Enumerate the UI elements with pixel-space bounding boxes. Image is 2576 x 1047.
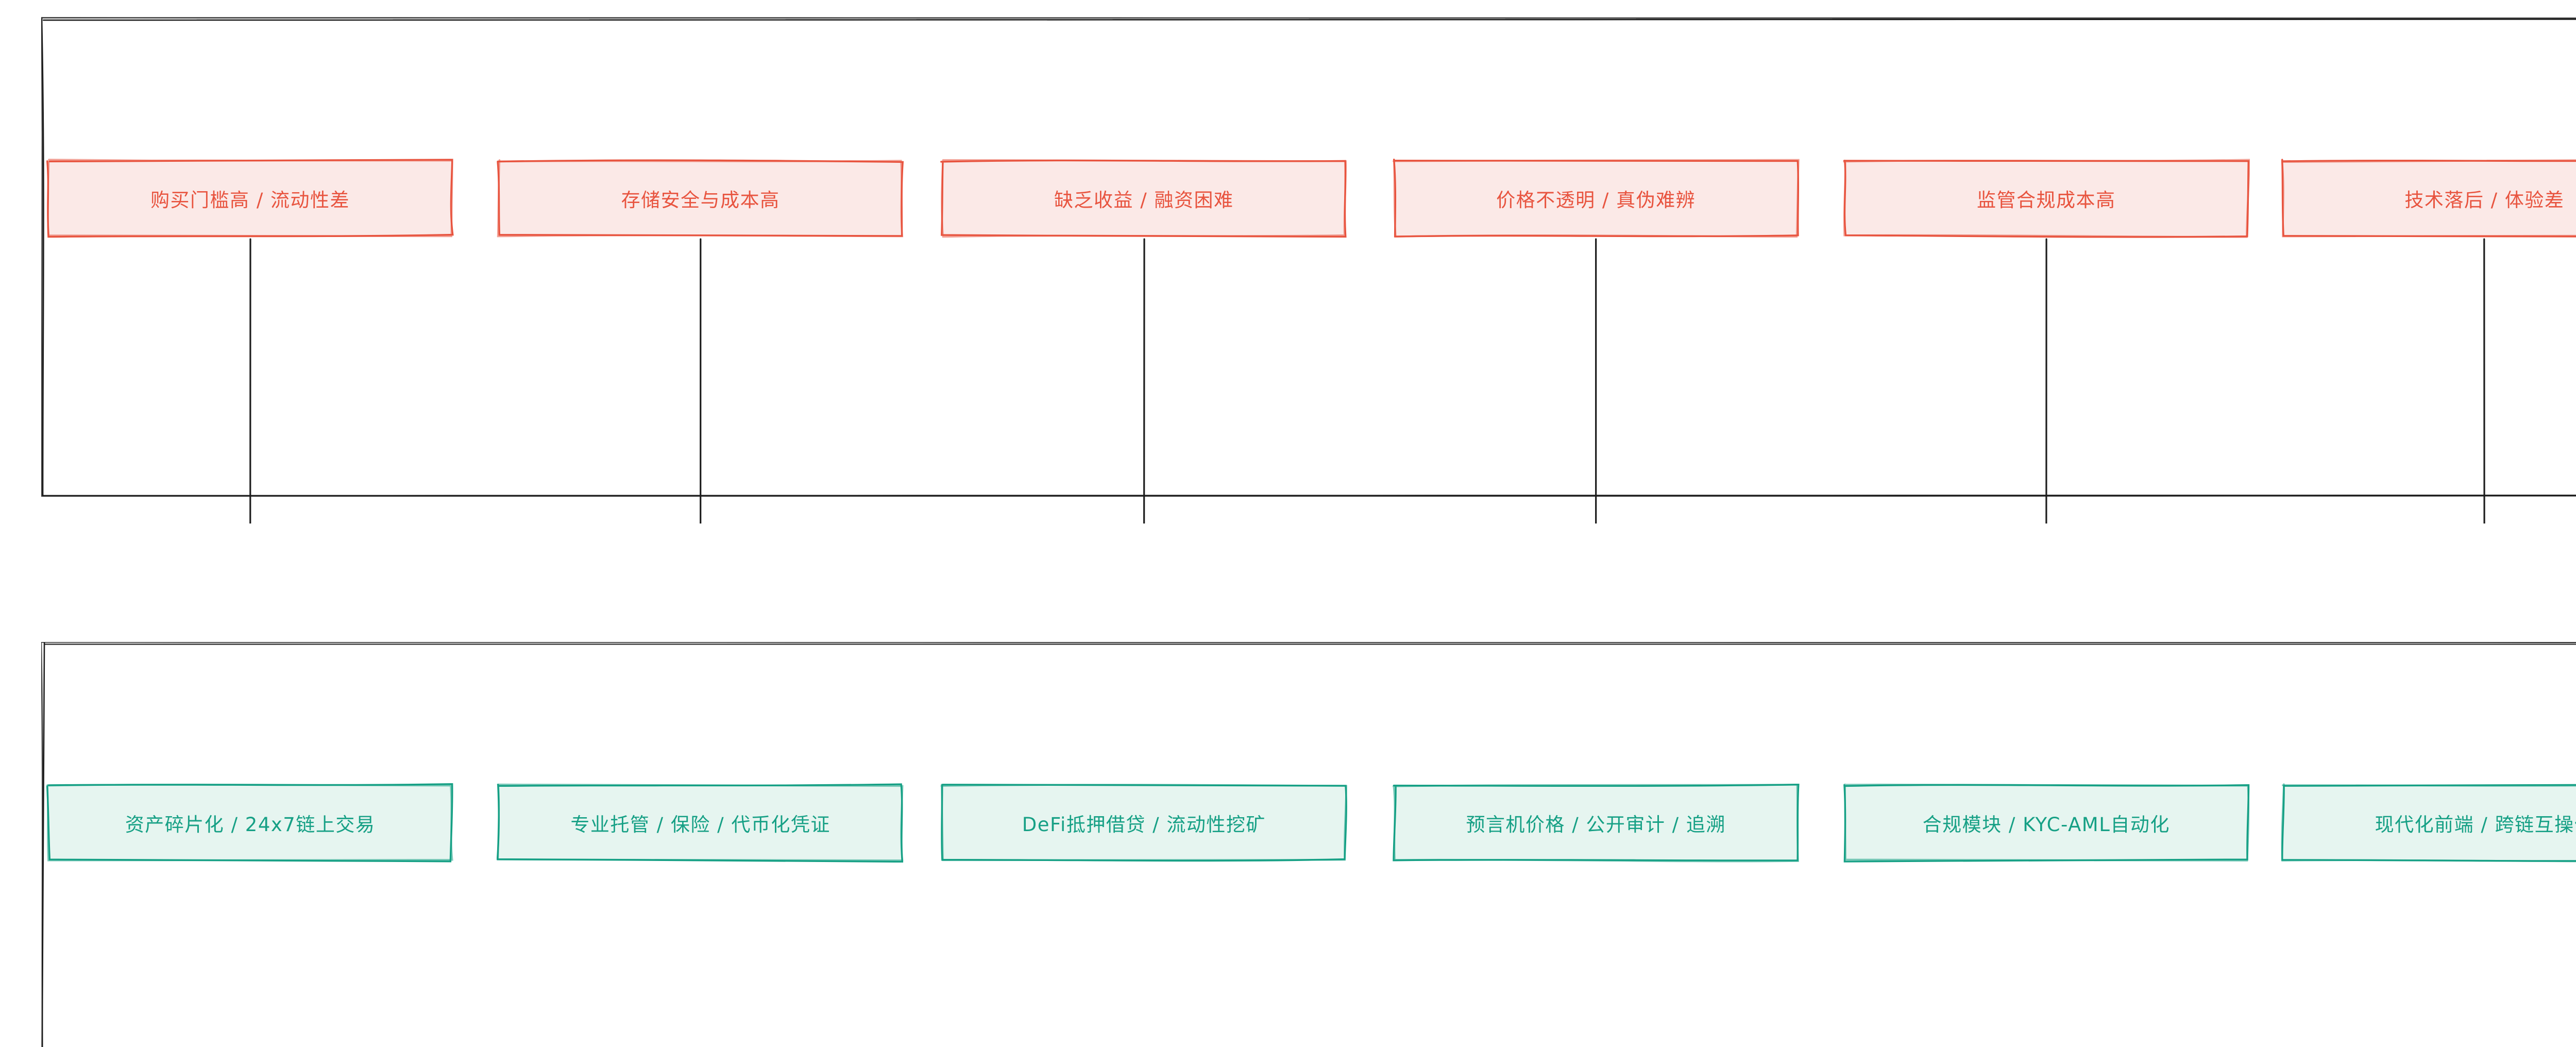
node-s2[interactable]: 专业托管 / 保险 / 代币化凭证: [497, 783, 904, 863]
node-label: 合规模块 / KYC-AML自动化: [1922, 814, 2170, 836]
node-label: 资产碎片化 / 24x7链上交易: [125, 814, 376, 836]
subgraph-title-solution: RWA核心方案: [41, 651, 2576, 681]
node-p3[interactable]: 缺乏收益 / 融资困难: [940, 159, 1347, 238]
subgraph-title-pain: 传统痛点: [41, 26, 2576, 56]
node-s5[interactable]: 合规模块 / KYC-AML自动化: [1843, 783, 2250, 863]
node-label: 存储安全与成本高: [621, 189, 780, 212]
node-p6[interactable]: 技术落后 / 体验差: [2281, 159, 2576, 238]
node-s6[interactable]: 现代化前端 / 跨链互操作: [2281, 783, 2576, 863]
node-p5[interactable]: 监管合规成本高: [1842, 159, 2250, 238]
node-s4[interactable]: 预言机价格 / 公开审计 / 追溯: [1392, 783, 1800, 863]
node-p1[interactable]: 购买门槛高 / 流动性差: [46, 159, 454, 238]
subgraph-pain: 传统痛点: [41, 17, 2576, 497]
node-s3[interactable]: DeFi抵押借贷 / 流动性挖矿: [940, 783, 1348, 863]
node-s1[interactable]: 资产碎片化 / 24x7链上交易: [46, 783, 454, 863]
node-p2[interactable]: 存储安全与成本高: [497, 159, 904, 238]
node-label: 缺乏收益 / 融资困难: [1054, 189, 1234, 212]
subgraph-border: [41, 17, 2576, 497]
node-label: 技术落后 / 体验差: [2404, 189, 2565, 212]
node-label: 价格不透明 / 真伪难辨: [1496, 189, 1696, 212]
node-label: 现代化前端 / 跨链互操作: [2375, 814, 2576, 836]
diagram-canvas: 传统痛点购买门槛高 / 流动性差 存储安全与成本高 缺乏收益 / 融资困难 价格不透明…: [41, 17, 2576, 1047]
node-label: 监管合规成本高: [1976, 189, 2116, 212]
node-p4[interactable]: 价格不透明 / 真伪难辨: [1392, 159, 1800, 238]
node-label: 购买门槛高 / 流动性差: [150, 189, 350, 212]
node-label: DeFi抵押借贷 / 流动性挖矿: [1022, 814, 1266, 836]
node-label: 专业托管 / 保险 / 代币化凭证: [570, 814, 831, 836]
node-label: 预言机价格 / 公开审计 / 追溯: [1466, 814, 1726, 836]
